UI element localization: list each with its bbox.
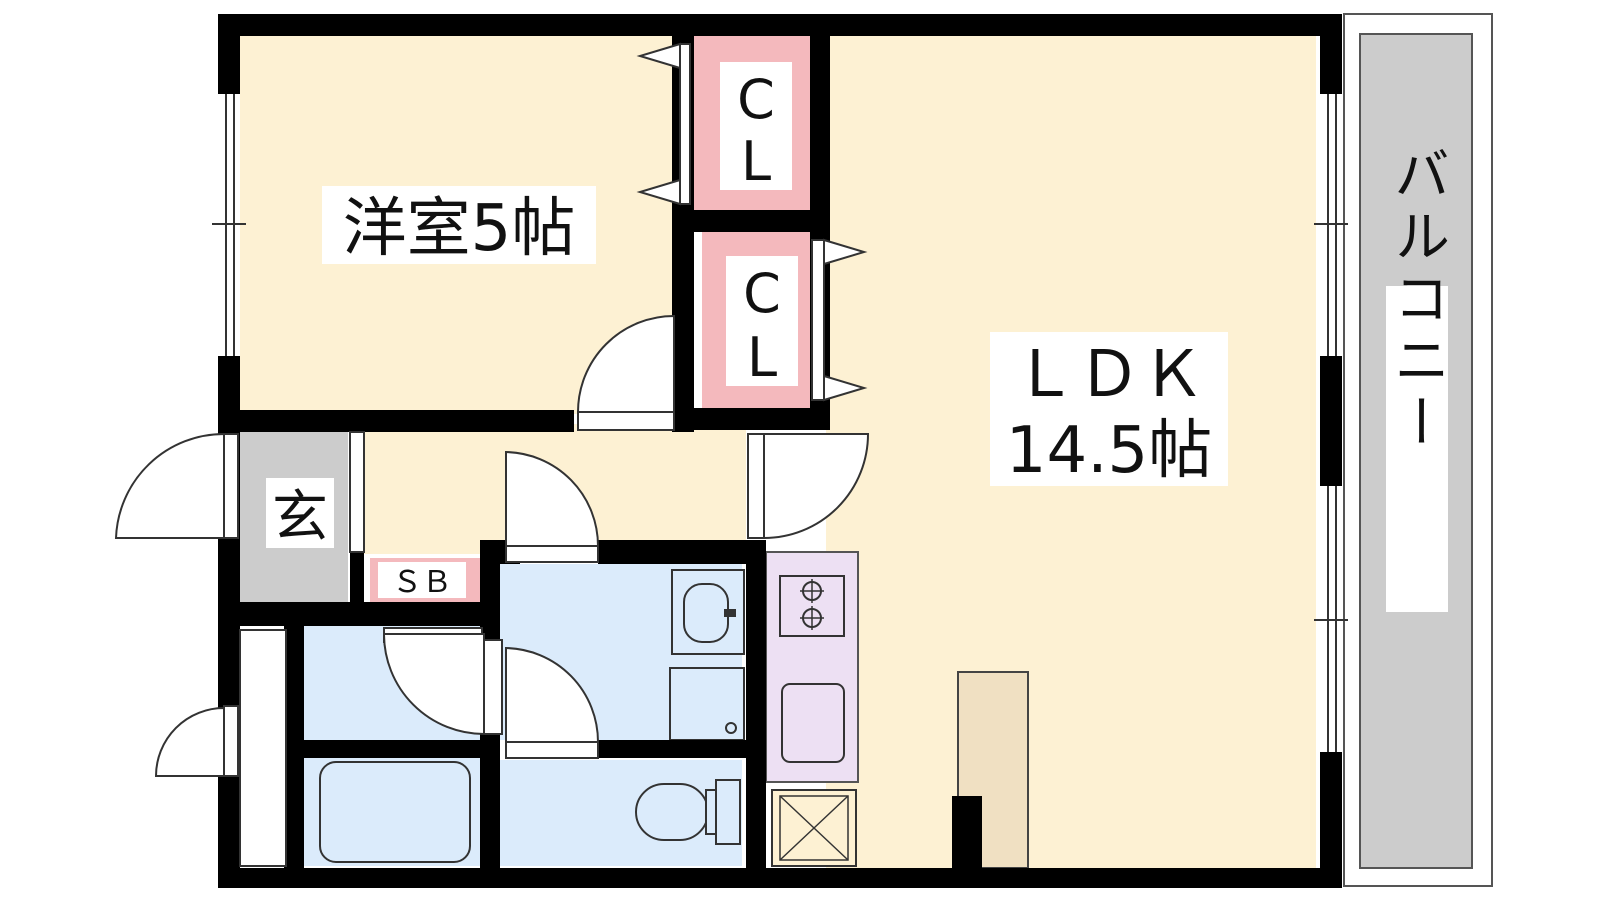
closet-lower-label-2: L bbox=[747, 326, 777, 389]
sliding-door-icon bbox=[811, 238, 868, 402]
stove-icon bbox=[779, 575, 845, 637]
closet-upper-label-2: L bbox=[741, 130, 771, 193]
door-swing-icon bbox=[747, 433, 870, 540]
door-swing-icon bbox=[382, 627, 485, 736]
entrance-label: 玄 bbox=[272, 485, 328, 550]
window-icon bbox=[1314, 486, 1348, 752]
door-swing-icon bbox=[505, 646, 600, 759]
balcony-label: バルコニー bbox=[1385, 145, 1450, 455]
sliding-door-icon bbox=[636, 42, 691, 206]
door-swing-icon bbox=[349, 431, 365, 553]
door-swing-icon bbox=[114, 432, 239, 539]
western-room-label: 洋室5帖 bbox=[343, 192, 576, 266]
washing-machine-space bbox=[669, 667, 745, 741]
window-icon bbox=[1314, 94, 1348, 356]
washer-pan-icon bbox=[771, 789, 857, 867]
ldk-size-label: 14.5帖 bbox=[1006, 414, 1213, 488]
storage-door-icon bbox=[239, 629, 287, 867]
washbasin-icon bbox=[671, 569, 745, 655]
bathtub-icon bbox=[319, 761, 471, 863]
ldk-label: ＬＤＫ bbox=[1013, 338, 1205, 412]
shoe-box-label: ＳＢ bbox=[392, 565, 452, 600]
closet-lower-label-1: C bbox=[743, 262, 781, 325]
door-swing-icon bbox=[154, 705, 239, 777]
door-swing-icon bbox=[483, 639, 503, 735]
window-icon bbox=[212, 94, 246, 356]
toilet-icon bbox=[635, 779, 741, 845]
sink-icon bbox=[781, 683, 845, 763]
door-swing-icon bbox=[576, 314, 675, 431]
closet-upper-label-1: C bbox=[737, 68, 775, 131]
door-swing-icon bbox=[505, 450, 600, 563]
